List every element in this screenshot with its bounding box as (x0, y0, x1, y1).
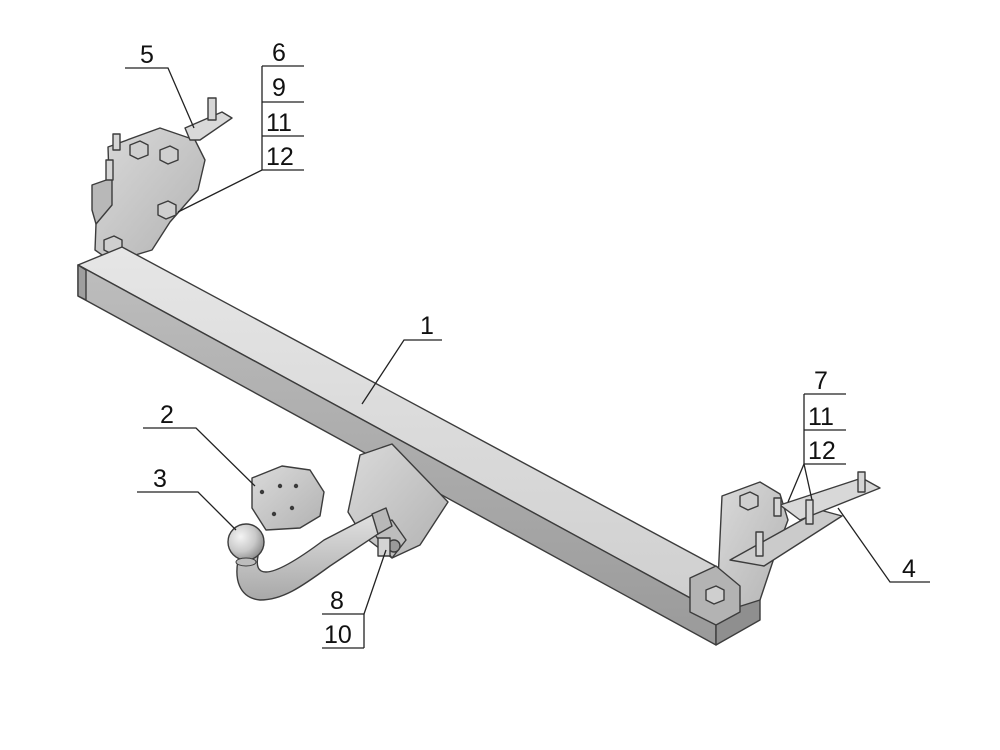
tow-ball (227, 523, 265, 567)
callout-2: 2 (160, 401, 174, 429)
callout-11-left: 11 (266, 109, 292, 137)
right-bracket-bolts (705, 471, 866, 605)
callout-5: 5 (140, 41, 154, 69)
right-mounting-bracket (689, 471, 881, 626)
callout-7: 7 (814, 367, 828, 395)
tow-ball-neck (236, 507, 393, 601)
callout-8: 8 (330, 587, 344, 615)
callout-1: 1 (420, 312, 434, 340)
left-mounting-bracket (91, 97, 233, 263)
callout-leaders (125, 65, 930, 649)
callout-9: 9 (272, 74, 286, 102)
callout-11-right: 11 (808, 403, 834, 431)
callout-12-left: 12 (266, 143, 294, 171)
electrical-socket-plate (251, 465, 325, 531)
callout-6: 6 (272, 39, 286, 67)
callout-labels: 1 2 3 4 5 6 9 11 12 7 11 12 8 10 (140, 39, 916, 649)
callout-12-right: 12 (808, 437, 836, 465)
main-crossbeam (77, 246, 761, 646)
callout-10: 10 (324, 621, 352, 649)
callout-4: 4 (902, 555, 916, 583)
callout-3: 3 (153, 465, 167, 493)
